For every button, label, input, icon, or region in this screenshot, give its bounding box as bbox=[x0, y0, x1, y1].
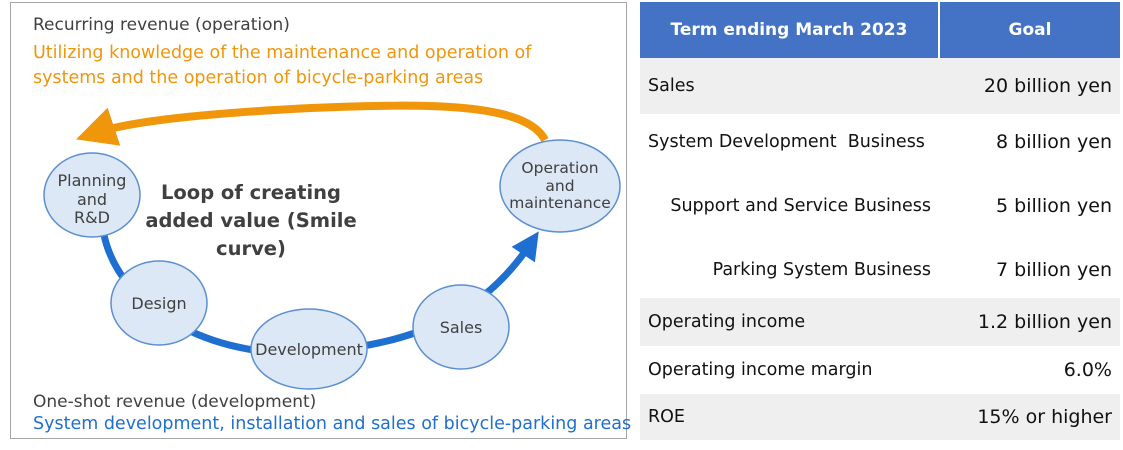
node-design-label: Design bbox=[131, 294, 186, 313]
node-sales: Sales bbox=[412, 284, 510, 370]
row-label: System Development Business bbox=[640, 114, 939, 170]
loop-title: Loop of creating added value (Smile curv… bbox=[145, 181, 357, 260]
row-value: 15% or higher bbox=[939, 394, 1120, 440]
table-row: Sales 20 billion yen bbox=[640, 58, 1120, 114]
table-header-row: Term ending March 2023 Goal bbox=[640, 2, 1120, 58]
node-planning-line1: Planning bbox=[58, 171, 127, 190]
row-label: Sales bbox=[640, 58, 939, 114]
recurring-arrow bbox=[76, 101, 549, 146]
row-value: 8 billion yen bbox=[939, 114, 1120, 170]
row-value: 5 billion yen bbox=[939, 170, 1120, 242]
node-planning-line2: and bbox=[77, 190, 107, 209]
row-label: ROE bbox=[640, 394, 939, 440]
table-row: System Development Business 8 billion ye… bbox=[640, 114, 1120, 170]
header-term: Term ending March 2023 bbox=[640, 2, 940, 58]
node-operation-line3: maintenance bbox=[509, 194, 611, 212]
oneshot-revenue-description: System development, installation and sal… bbox=[33, 414, 632, 434]
row-label: Operating income bbox=[640, 298, 939, 346]
table-row: ROE 15% or higher bbox=[640, 394, 1120, 440]
row-label: Operating income margin bbox=[640, 346, 939, 394]
node-planning-line3: R&D bbox=[74, 208, 110, 227]
table-row: Operating income margin 6.0% bbox=[640, 346, 1120, 394]
oneshot-revenue-title: One-shot revenue (development) bbox=[33, 392, 317, 412]
row-value: 6.0% bbox=[939, 346, 1120, 394]
node-operation: Operation and maintenance bbox=[499, 139, 621, 233]
smile-curve-graphic: Planning and R&D Design Development Sale… bbox=[43, 101, 621, 390]
row-label: Parking System Business bbox=[640, 242, 939, 298]
row-label: Support and Service Business bbox=[640, 170, 939, 242]
row-value: 1.2 billion yen bbox=[939, 298, 1120, 346]
table-row: Parking System Business 7 billion yen bbox=[640, 242, 1120, 298]
table-row: Support and Service Business 5 billion y… bbox=[640, 170, 1120, 242]
goal-table: Term ending March 2023 Goal Sales 20 bil… bbox=[640, 2, 1120, 440]
row-value: 7 billion yen bbox=[939, 242, 1120, 298]
node-planning: Planning and R&D bbox=[43, 152, 141, 238]
node-development: Development bbox=[250, 308, 368, 390]
table-row: Operating income 1.2 billion yen bbox=[640, 298, 1120, 346]
header-goal: Goal bbox=[939, 2, 1120, 58]
node-sales-label: Sales bbox=[440, 318, 483, 337]
row-value: 20 billion yen bbox=[939, 58, 1120, 114]
recurring-revenue-description: Utilizing knowledge of the maintenance a… bbox=[33, 43, 532, 88]
recurring-revenue-title: Recurring revenue (operation) bbox=[33, 15, 290, 35]
node-design: Design bbox=[110, 260, 208, 346]
node-operation-line1: Operation bbox=[521, 159, 598, 177]
node-development-label: Development bbox=[255, 340, 363, 359]
value-loop-diagram: Recurring revenue (operation) Utilizing … bbox=[10, 2, 631, 439]
node-operation-line2: and bbox=[545, 177, 574, 195]
